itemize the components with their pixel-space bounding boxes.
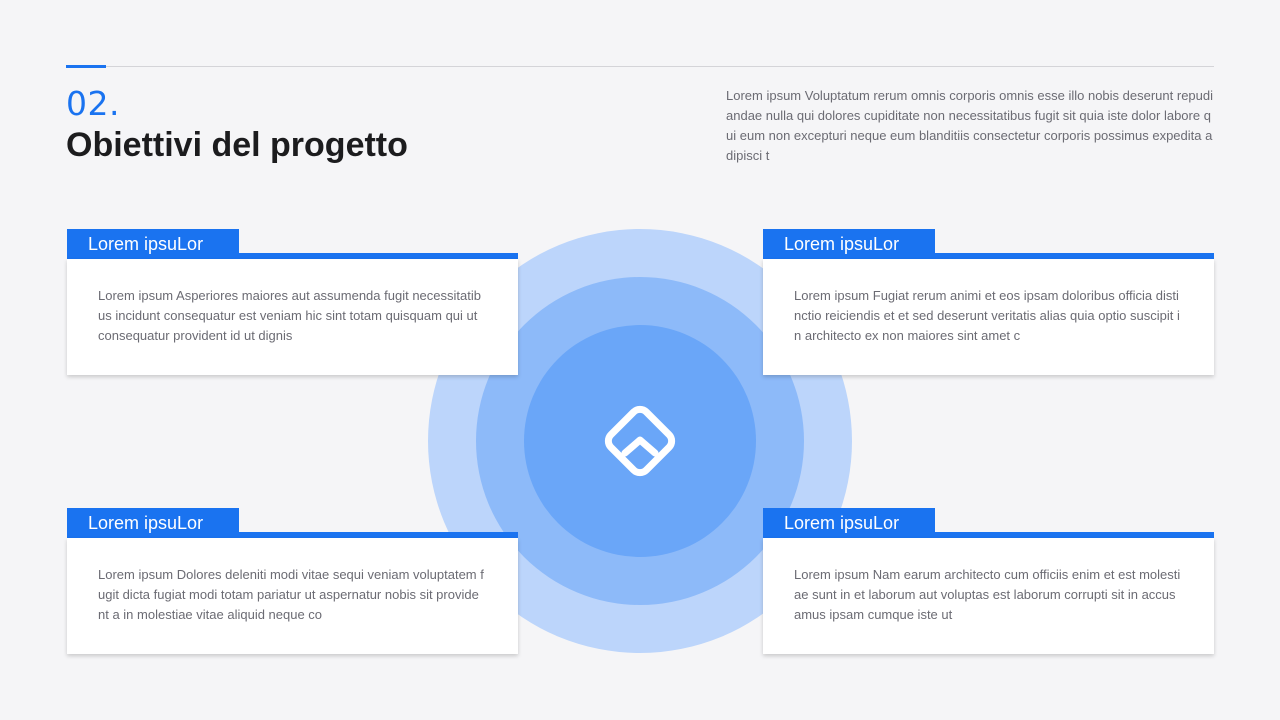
card-text: Lorem ipsum Nam earum architecto cum off…: [794, 567, 1181, 622]
header-divider: [66, 66, 1214, 67]
card-title: Lorem ipsuLor: [67, 508, 239, 538]
header-accent-bar: [66, 65, 106, 68]
card-body: Lorem ipsum Fugiat rerum animi et eos ip…: [763, 259, 1214, 375]
card-body: Lorem ipsum Asperiores maiores aut assum…: [67, 259, 518, 375]
card-accent-line: [763, 532, 1214, 538]
card-title: Lorem ipsuLor: [67, 229, 239, 259]
section-number: 02.: [66, 84, 120, 123]
card-accent-line: [67, 253, 518, 259]
page-title: Obiettivi del progetto: [66, 126, 408, 164]
card-body: Lorem ipsum Nam earum architecto cum off…: [763, 538, 1214, 654]
card-title: Lorem ipsuLor: [763, 229, 935, 259]
diamond-chevron-up-icon: [604, 405, 676, 477]
card-title: Lorem ipsuLor: [763, 508, 935, 538]
card-accent-line: [763, 253, 1214, 259]
intro-paragraph: Lorem ipsum Voluptatum rerum omnis corpo…: [726, 88, 1213, 163]
card-body: Lorem ipsum Dolores deleniti modi vitae …: [67, 538, 518, 654]
card-text: Lorem ipsum Fugiat rerum animi et eos ip…: [794, 288, 1180, 343]
card-text: Lorem ipsum Asperiores maiores aut assum…: [98, 288, 481, 343]
card-text: Lorem ipsum Dolores deleniti modi vitae …: [98, 567, 484, 622]
card-accent-line: [67, 532, 518, 538]
